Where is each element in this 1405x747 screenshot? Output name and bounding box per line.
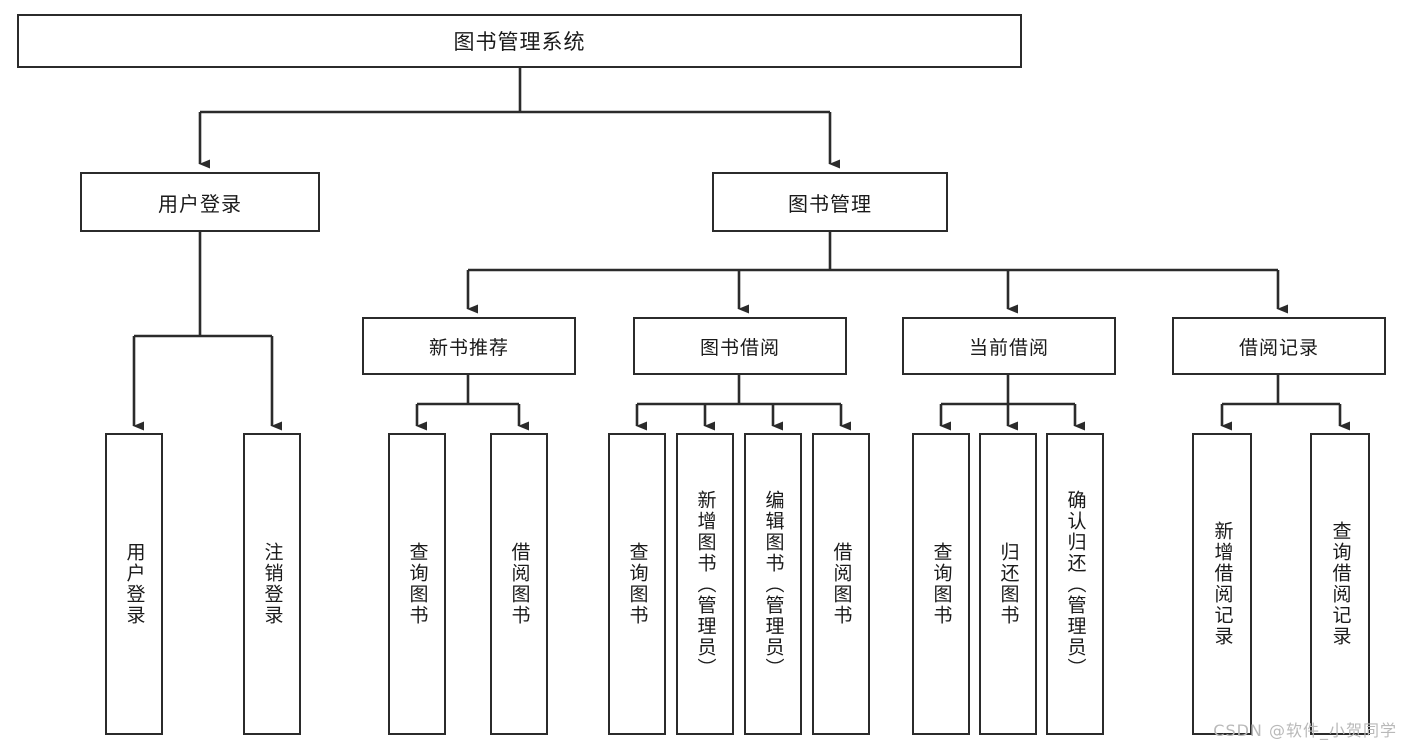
leaf-query-book-rec-label: 查询图书: [406, 542, 429, 626]
node-book-management[interactable]: 图书管理: [712, 172, 948, 232]
node-book-management-label: 图书管理: [788, 191, 872, 216]
leaf-borrow-book[interactable]: 借阅图书: [812, 433, 870, 735]
leaf-user-login-label: 用户登录: [123, 542, 146, 626]
watermark: CSDN @软件_小贺同学: [1213, 721, 1397, 740]
leaf-borrow-book-rec-label: 借阅图书: [508, 542, 531, 626]
node-borrow-record-label: 借阅记录: [1238, 336, 1319, 359]
node-book-borrow[interactable]: 图书借阅: [633, 317, 847, 375]
leaf-query-book-current-label: 查询图书: [930, 542, 953, 626]
leaf-confirm-return-admin[interactable]: 确认归还（管理员）: [1046, 433, 1104, 735]
leaf-query-book-borrow-label: 查询图书: [626, 542, 649, 626]
leaf-logout-label: 注销登录: [261, 542, 284, 626]
leaf-add-borrow-record[interactable]: 新增借阅记录: [1192, 433, 1252, 735]
leaf-return-book[interactable]: 归还图书: [979, 433, 1037, 735]
node-root-label: 图书管理系统: [453, 30, 586, 54]
node-current-borrow-label: 当前借阅: [968, 336, 1049, 359]
node-root[interactable]: 图书管理系统: [17, 14, 1022, 68]
leaf-add-borrow-record-label: 新增借阅记录: [1211, 521, 1234, 647]
node-current-borrow[interactable]: 当前借阅: [902, 317, 1116, 375]
leaf-logout[interactable]: 注销登录: [243, 433, 301, 735]
leaf-query-borrow-record[interactable]: 查询借阅记录: [1310, 433, 1370, 735]
leaf-query-borrow-record-label: 查询借阅记录: [1329, 521, 1352, 647]
node-book-borrow-label: 图书借阅: [699, 336, 780, 359]
leaf-borrow-book-rec[interactable]: 借阅图书: [490, 433, 548, 735]
leaf-return-book-label: 归还图书: [997, 542, 1020, 626]
leaf-edit-book-admin-label: 编辑图书（管理员）: [762, 489, 785, 679]
leaf-user-login[interactable]: 用户登录: [105, 433, 163, 735]
node-new-book-recommend[interactable]: 新书推荐: [362, 317, 576, 375]
leaf-borrow-book-label: 借阅图书: [830, 542, 853, 626]
node-new-book-recommend-label: 新书推荐: [428, 336, 509, 359]
leaf-query-book-rec[interactable]: 查询图书: [388, 433, 446, 735]
leaf-add-book-admin[interactable]: 新增图书（管理员）: [676, 433, 734, 735]
leaf-add-book-admin-label: 新增图书（管理员）: [694, 489, 717, 679]
node-borrow-record[interactable]: 借阅记录: [1172, 317, 1386, 375]
leaf-edit-book-admin[interactable]: 编辑图书（管理员）: [744, 433, 802, 735]
node-user-login[interactable]: 用户登录: [80, 172, 320, 232]
leaf-query-book-current[interactable]: 查询图书: [912, 433, 970, 735]
leaf-confirm-return-admin-label: 确认归还（管理员）: [1064, 489, 1087, 679]
node-user-login-label: 用户登录: [158, 191, 242, 216]
leaf-query-book-borrow[interactable]: 查询图书: [608, 433, 666, 735]
